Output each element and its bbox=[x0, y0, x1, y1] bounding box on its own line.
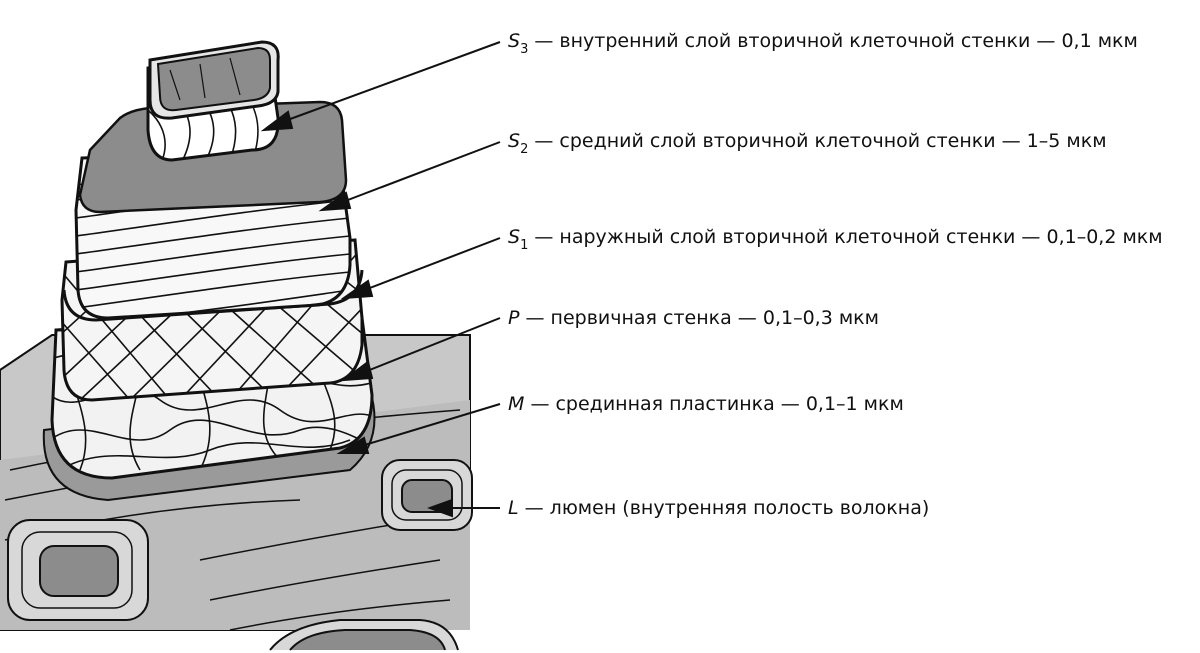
arrow-s1 bbox=[340, 279, 374, 300]
label-s1: S1 — наружный слой вторичной клеточной с… bbox=[508, 226, 1163, 253]
leader-s3 bbox=[281, 41, 501, 123]
label-s2: S2 — средний слой вторичной клеточной ст… bbox=[508, 130, 1107, 157]
label-p: P — первичная стенка — 0,1–0,3 мкм bbox=[508, 307, 879, 329]
label-l: L — люмен (внутренняя полость волокна) bbox=[508, 497, 930, 519]
label-m: M — срединная пластинка — 0,1–1 мкм bbox=[508, 393, 904, 415]
leader-m bbox=[357, 403, 501, 448]
arrow-s3 bbox=[260, 110, 294, 132]
label-s3: S3 — внутренний слой вторичной клеточной… bbox=[508, 30, 1138, 57]
arrow-p bbox=[340, 360, 374, 382]
leader-p bbox=[361, 317, 501, 374]
layer-s3 bbox=[146, 40, 280, 162]
leader-s2 bbox=[339, 141, 501, 204]
arrow-s2 bbox=[318, 191, 352, 212]
leader-lines bbox=[260, 41, 501, 518]
leader-s1 bbox=[361, 237, 501, 292]
arrow-l bbox=[427, 498, 453, 518]
arrow-m bbox=[336, 436, 370, 454]
